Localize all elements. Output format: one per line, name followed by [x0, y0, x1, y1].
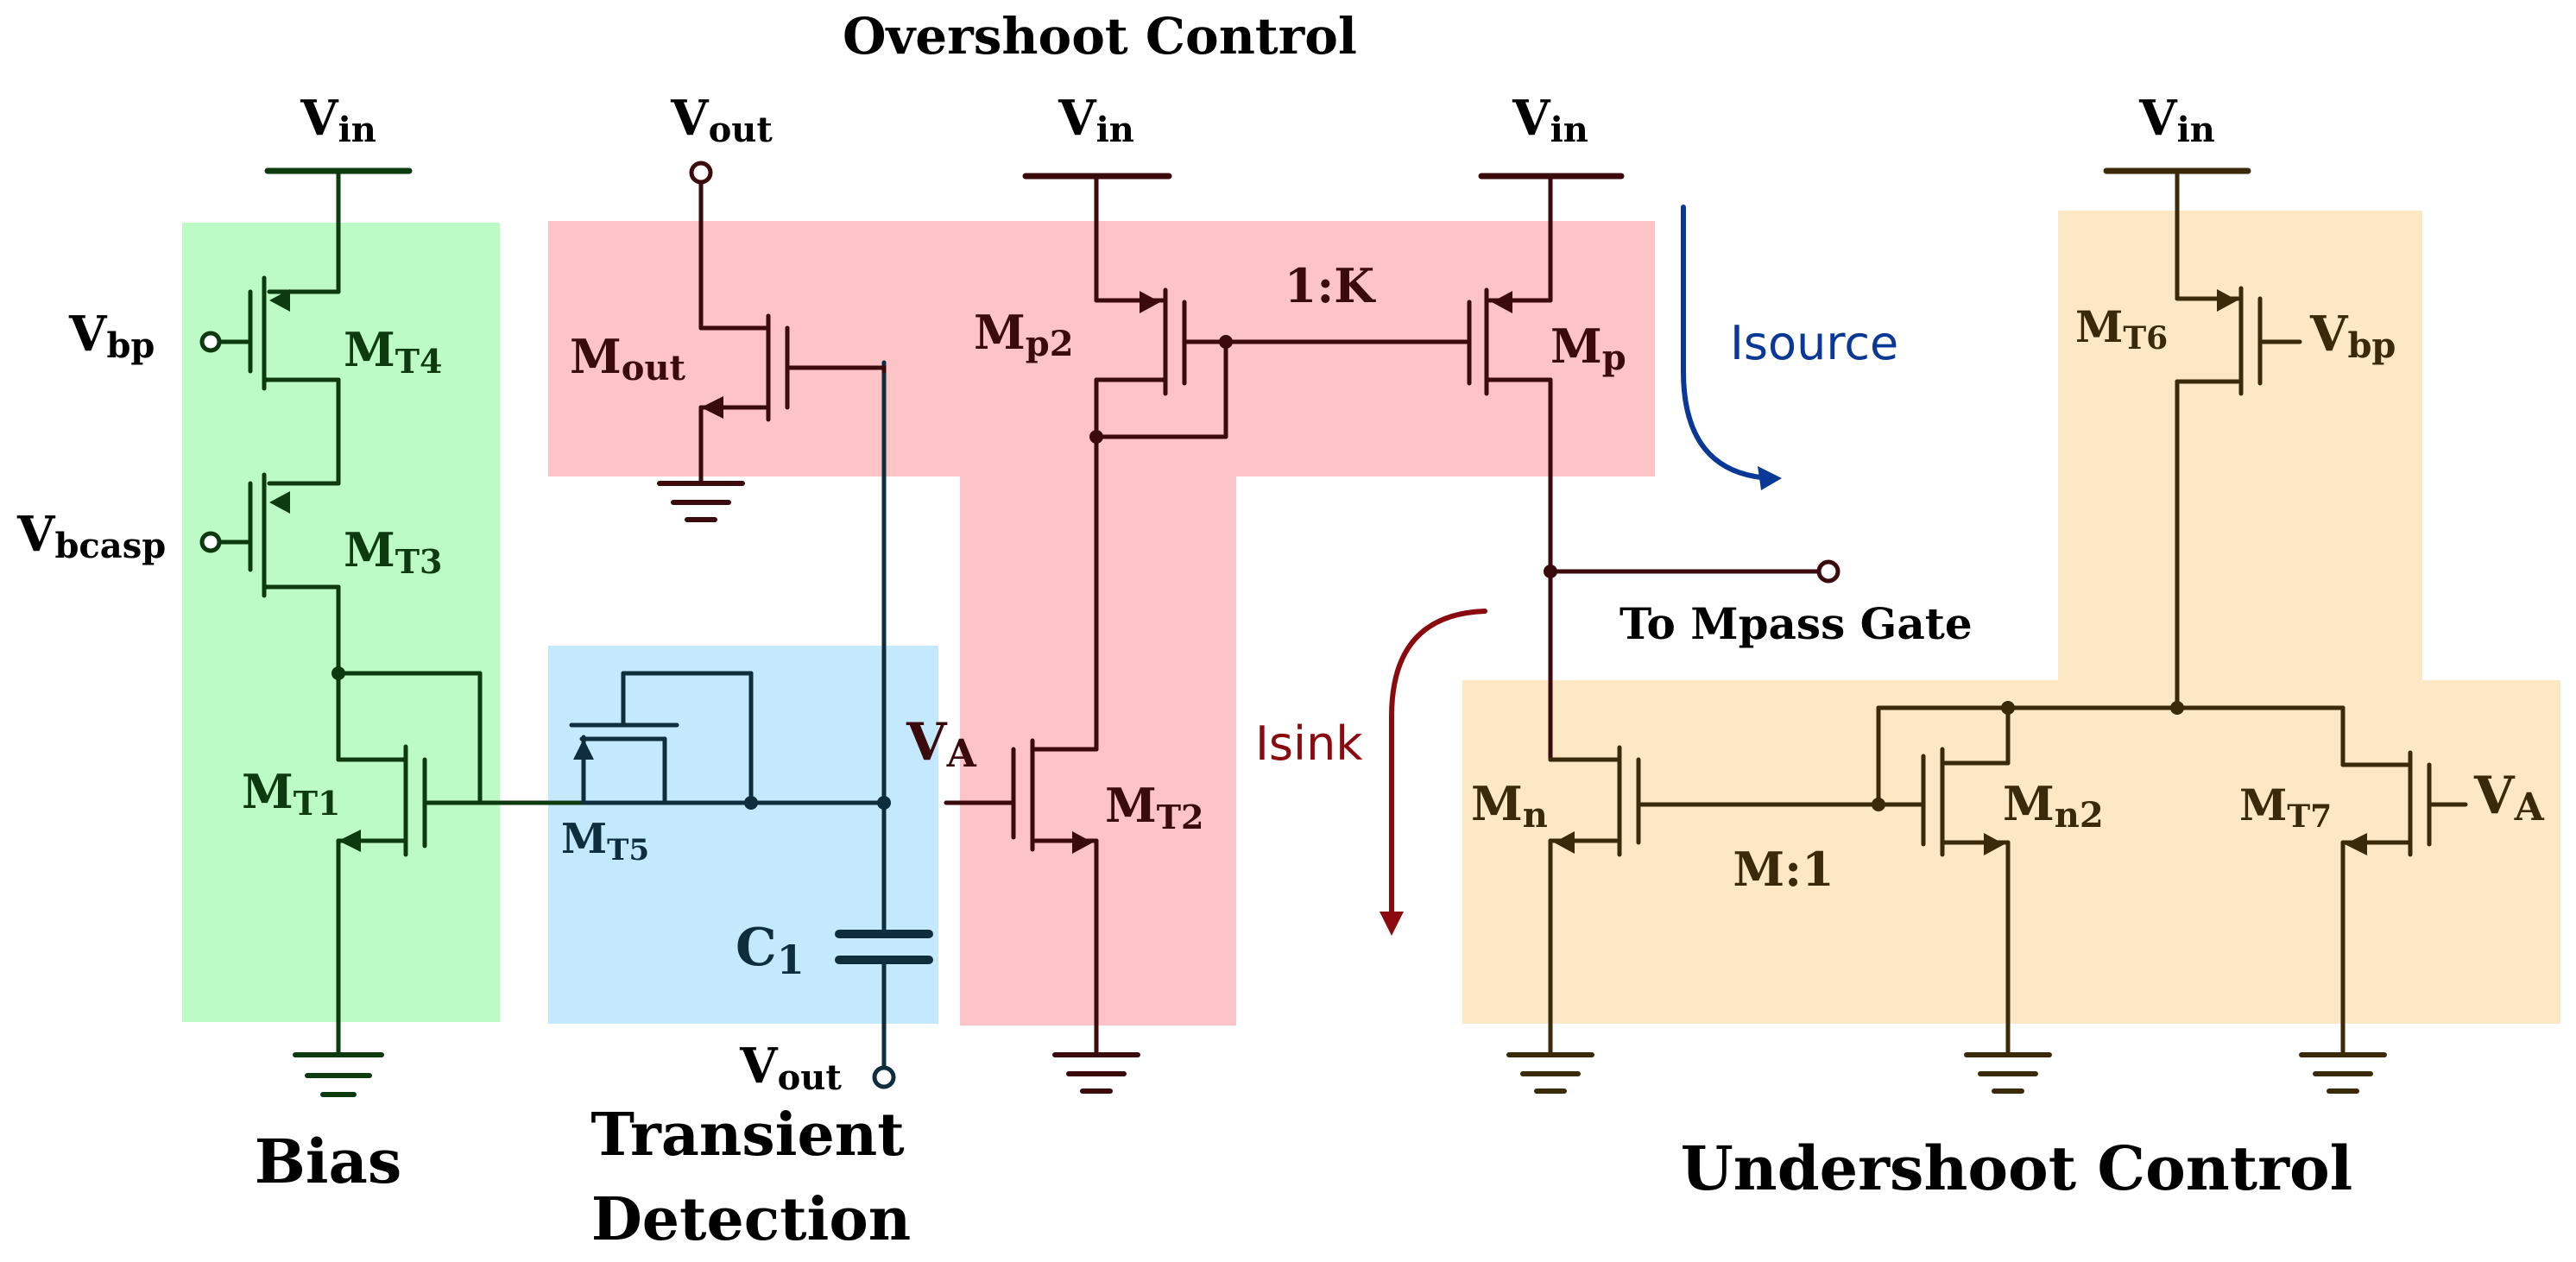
vin-label-mp2: Vin: [1058, 90, 1134, 150]
mt5-pmos-cap: [569, 671, 754, 805]
ratio-m1-label: M:1: [1733, 842, 1834, 897]
mn-ground-symbol: [1506, 1052, 1594, 1094]
mn2-ground-symbol: [1964, 1052, 2052, 1094]
mout-nmos: [698, 180, 887, 486]
undershoot-circuit: [1506, 167, 2468, 1094]
mout-ground-symbol: [657, 481, 745, 522]
vin-label-mt6: Vin: [2138, 90, 2215, 150]
vbp-label-bias: Vbp: [68, 306, 155, 366]
mn-label: Mn: [1471, 776, 1548, 836]
isink-label: Isink: [1255, 716, 1363, 771]
mt1-label: MT1: [242, 764, 341, 823]
to-mpass-gate-label: To Mpass Gate: [1619, 598, 1973, 649]
undershoot-region-bottom: [1462, 680, 2560, 1024]
transient-title-line2: Detection: [591, 1185, 911, 1254]
bias-region: [182, 223, 500, 1022]
isource-label: Isource: [1730, 316, 1898, 370]
mt5-label: MT5: [561, 815, 649, 868]
vbcasp-label: Vbcasp: [16, 506, 166, 566]
isink-arrow: [1380, 609, 1487, 936]
isource-arrow: [1681, 205, 1782, 490]
vin-label-mp: Vin: [1512, 90, 1588, 150]
mt1-nmos: [336, 671, 586, 1057]
mt4-label: MT4: [344, 322, 443, 381]
va-label-mt7: VA: [2473, 766, 2545, 830]
vout-label-top: Vout: [670, 90, 773, 150]
mt3-label: MT3: [344, 522, 443, 581]
mt4-pmos: [215, 275, 341, 486]
mn2-label: Mn2: [2003, 776, 2104, 836]
mt6-label: MT6: [2075, 301, 2168, 357]
overshoot-control-title: Overshoot Control: [843, 7, 1357, 66]
mt7-nmos: [2176, 705, 2468, 1057]
transient-title-line1: Transient: [590, 1101, 905, 1170]
mp2-label: Mp2: [974, 305, 1074, 364]
mt7-ground-symbol: [2299, 1052, 2387, 1094]
overshoot-circuit: [657, 161, 1840, 1094]
bias-circuit: [199, 167, 586, 1097]
bias-ground-symbol: [293, 1052, 384, 1097]
vout-label-bottom: Vout: [739, 1038, 842, 1098]
mt2-nmos: [944, 738, 1099, 1057]
undershoot-control-title: Undershoot Control: [1681, 1133, 2352, 1204]
transient-circuit: [569, 360, 933, 1089]
mp-label: Mp: [1550, 319, 1626, 378]
mn-nmos: [1548, 745, 1881, 1057]
bias-title: Bias: [255, 1126, 402, 1197]
vbp-label-mt6: Vbp: [2309, 306, 2396, 366]
vin-label-bias: Vin: [300, 90, 376, 150]
ratio-1k-label: 1:K: [1285, 258, 1377, 313]
va-label-mt2: VA: [906, 712, 977, 776]
mt6-pmos: [2175, 286, 2302, 710]
mt2-label: MT2: [1105, 778, 1204, 836]
mt3-pmos: [215, 472, 341, 676]
region-backgrounds: [182, 211, 2560, 1025]
undershoot-region-top: [2058, 211, 2422, 680]
mt2-ground-symbol: [1052, 1052, 1140, 1094]
mt7-label: MT7: [2239, 779, 2332, 835]
c1-label: C1: [736, 918, 805, 983]
mn2-nmos: [1876, 705, 2181, 1057]
mout-label: Mout: [570, 329, 686, 388]
